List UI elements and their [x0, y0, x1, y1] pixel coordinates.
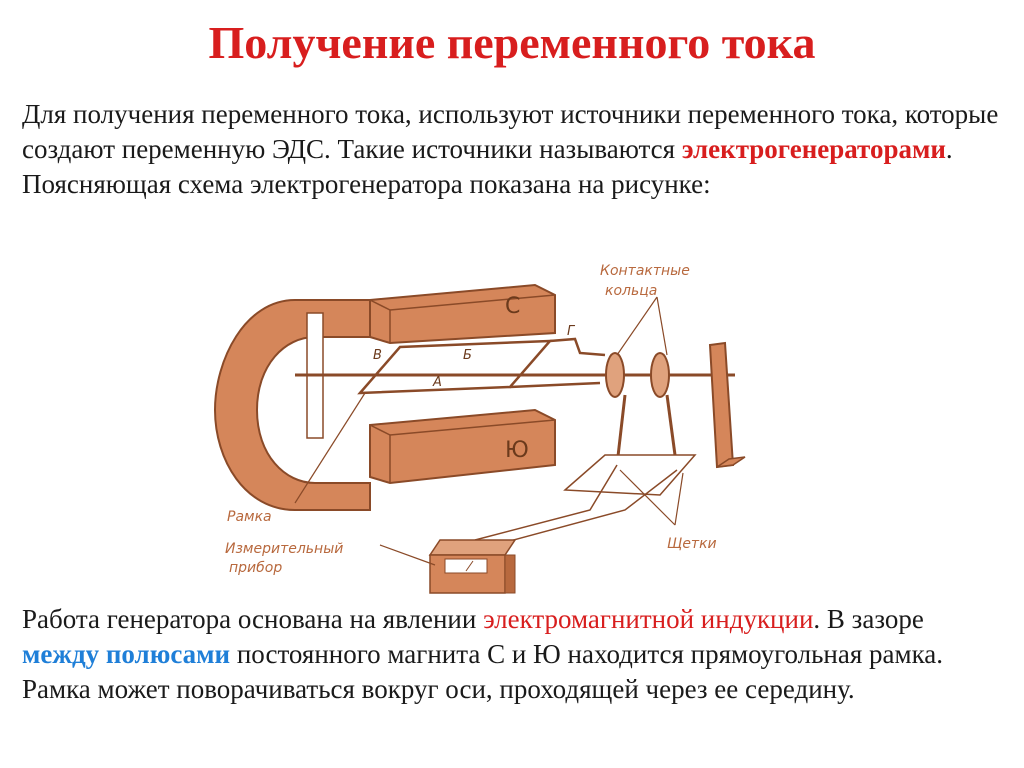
- body-highlight-red: электромагнитной индукции: [483, 604, 814, 634]
- label-frame: Рамка: [227, 509, 272, 525]
- page-title: Получение переменного тока: [208, 17, 816, 68]
- frame-letter-v: В: [373, 348, 382, 363]
- contact-ring-2: [650, 352, 670, 398]
- label-meter-2: прибор: [229, 560, 282, 576]
- label-rings-2: кольца: [605, 283, 657, 299]
- pole-south-label: Ю: [505, 438, 529, 463]
- frame-letter-b: Б: [463, 348, 472, 363]
- label-brushes: Щетки: [667, 536, 717, 552]
- body-text-3: постоянного магнита С и Ю находится прям…: [22, 639, 944, 704]
- frame-letter-g: Г: [567, 324, 576, 339]
- pole-north-label: С: [505, 294, 520, 319]
- intro-text-2: . Поясняющая схема электрогенератора пок…: [22, 134, 953, 199]
- contact-ring-1: [605, 352, 625, 398]
- intro-highlight: электрогенераторами: [681, 134, 946, 164]
- body-paragraph: Работа генератора основана на явлении эл…: [22, 602, 1007, 707]
- magnet: [213, 283, 556, 511]
- bearing-stand: [708, 341, 735, 469]
- label-meter-1: Измерительный: [225, 541, 343, 557]
- intro-paragraph: Для получения переменного тока, использу…: [22, 97, 1007, 202]
- label-rings-1: Контактные: [600, 263, 690, 279]
- frame-letter-a: А: [432, 375, 442, 390]
- generator-diagram: С Ю В Б А Г Контактные кольца Рамка Изме…: [213, 263, 746, 594]
- measuring-instrument: [428, 539, 517, 594]
- body-text-1: Работа генератора основана на явлении: [22, 604, 484, 634]
- body-highlight-blue: между полюсами: [22, 639, 231, 669]
- brush-1: [615, 394, 627, 466]
- brush-base: [563, 454, 697, 496]
- rotating-frame: [357, 339, 553, 395]
- body-text-2: . В зазоре: [813, 604, 924, 634]
- intro-text-1: Для получения переменного тока, использу…: [22, 99, 999, 164]
